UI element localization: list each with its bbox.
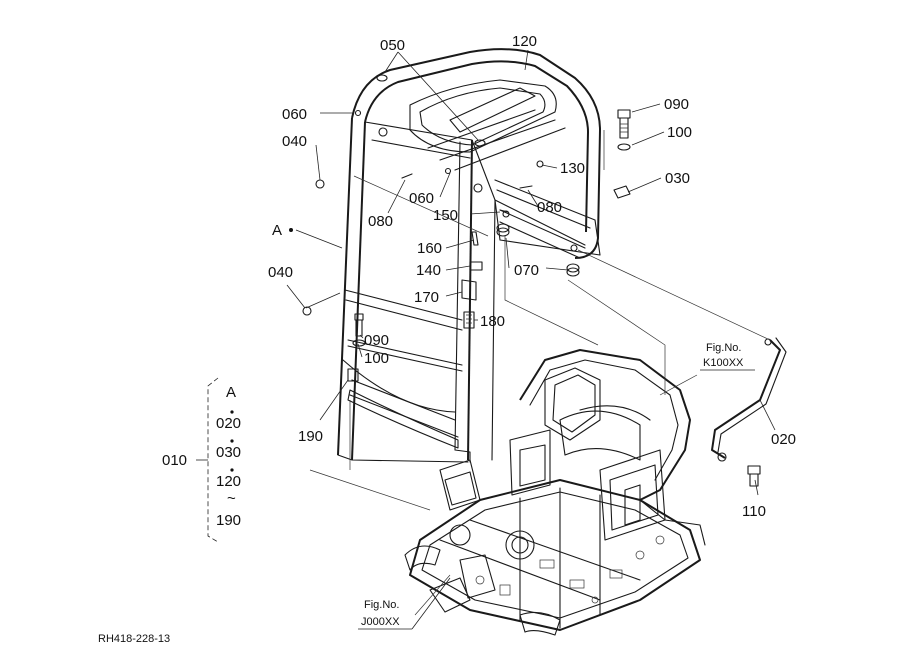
fig-ref-k-title: Fig.No. bbox=[706, 342, 741, 354]
label-070: 070 bbox=[514, 262, 539, 279]
label-120: 120 bbox=[512, 33, 537, 50]
small-parts bbox=[302, 74, 761, 487]
assembly-range-symbol: ~ bbox=[227, 490, 236, 507]
label-060-mid: 060 bbox=[409, 190, 434, 207]
part-labels: 050 120 060 090 040 100 130 030 060 080 … bbox=[268, 33, 796, 520]
label-100-lower: 100 bbox=[364, 350, 389, 367]
label-150: 150 bbox=[433, 207, 458, 224]
assembly-item-A: A bbox=[226, 384, 236, 401]
label-030: 030 bbox=[665, 170, 690, 187]
label-A: A bbox=[272, 222, 282, 239]
label-090-lower: 090 bbox=[364, 332, 389, 349]
label-140: 140 bbox=[416, 262, 441, 279]
leader-lines bbox=[286, 49, 776, 616]
label-160: 160 bbox=[417, 240, 442, 257]
assembly-010: 010 A 020 030 120 ~ 190 bbox=[162, 377, 241, 543]
fig-ref-j-title: Fig.No. bbox=[364, 599, 399, 611]
label-040-top: 040 bbox=[282, 133, 307, 150]
label-080-left: 080 bbox=[368, 213, 393, 230]
label-050: 050 bbox=[380, 37, 405, 54]
label-100-top: 100 bbox=[667, 124, 692, 141]
assembly-item-190: 190 bbox=[216, 512, 241, 529]
rops-frame bbox=[337, 48, 601, 463]
fig-ref-j-code: J000XX bbox=[361, 616, 400, 628]
drawing-code: RH418-228-13 bbox=[98, 633, 170, 645]
fig-ref-k100xx: Fig.No. K100XX bbox=[700, 342, 755, 371]
fig-ref-j000xx: Fig.No. J000XX bbox=[358, 577, 451, 630]
assembly-number: 010 bbox=[162, 452, 187, 469]
machine-base bbox=[404, 349, 706, 636]
label-170: 170 bbox=[414, 289, 439, 306]
assembly-item-030: 030 bbox=[216, 444, 241, 461]
label-020: 020 bbox=[771, 431, 796, 448]
label-180: 180 bbox=[480, 313, 505, 330]
label-110: 110 bbox=[742, 503, 766, 520]
label-060-top: 060 bbox=[282, 106, 307, 123]
label-040-lower: 040 bbox=[268, 264, 293, 281]
label-080-right: 080 bbox=[537, 199, 562, 216]
assembly-item-020: 020 bbox=[216, 415, 241, 432]
label-190: 190 bbox=[298, 428, 323, 445]
assembly-item-120: 120 bbox=[216, 473, 241, 490]
fig-ref-k-code: K100XX bbox=[703, 357, 744, 369]
label-130: 130 bbox=[560, 160, 585, 177]
label-090-top: 090 bbox=[664, 96, 689, 113]
